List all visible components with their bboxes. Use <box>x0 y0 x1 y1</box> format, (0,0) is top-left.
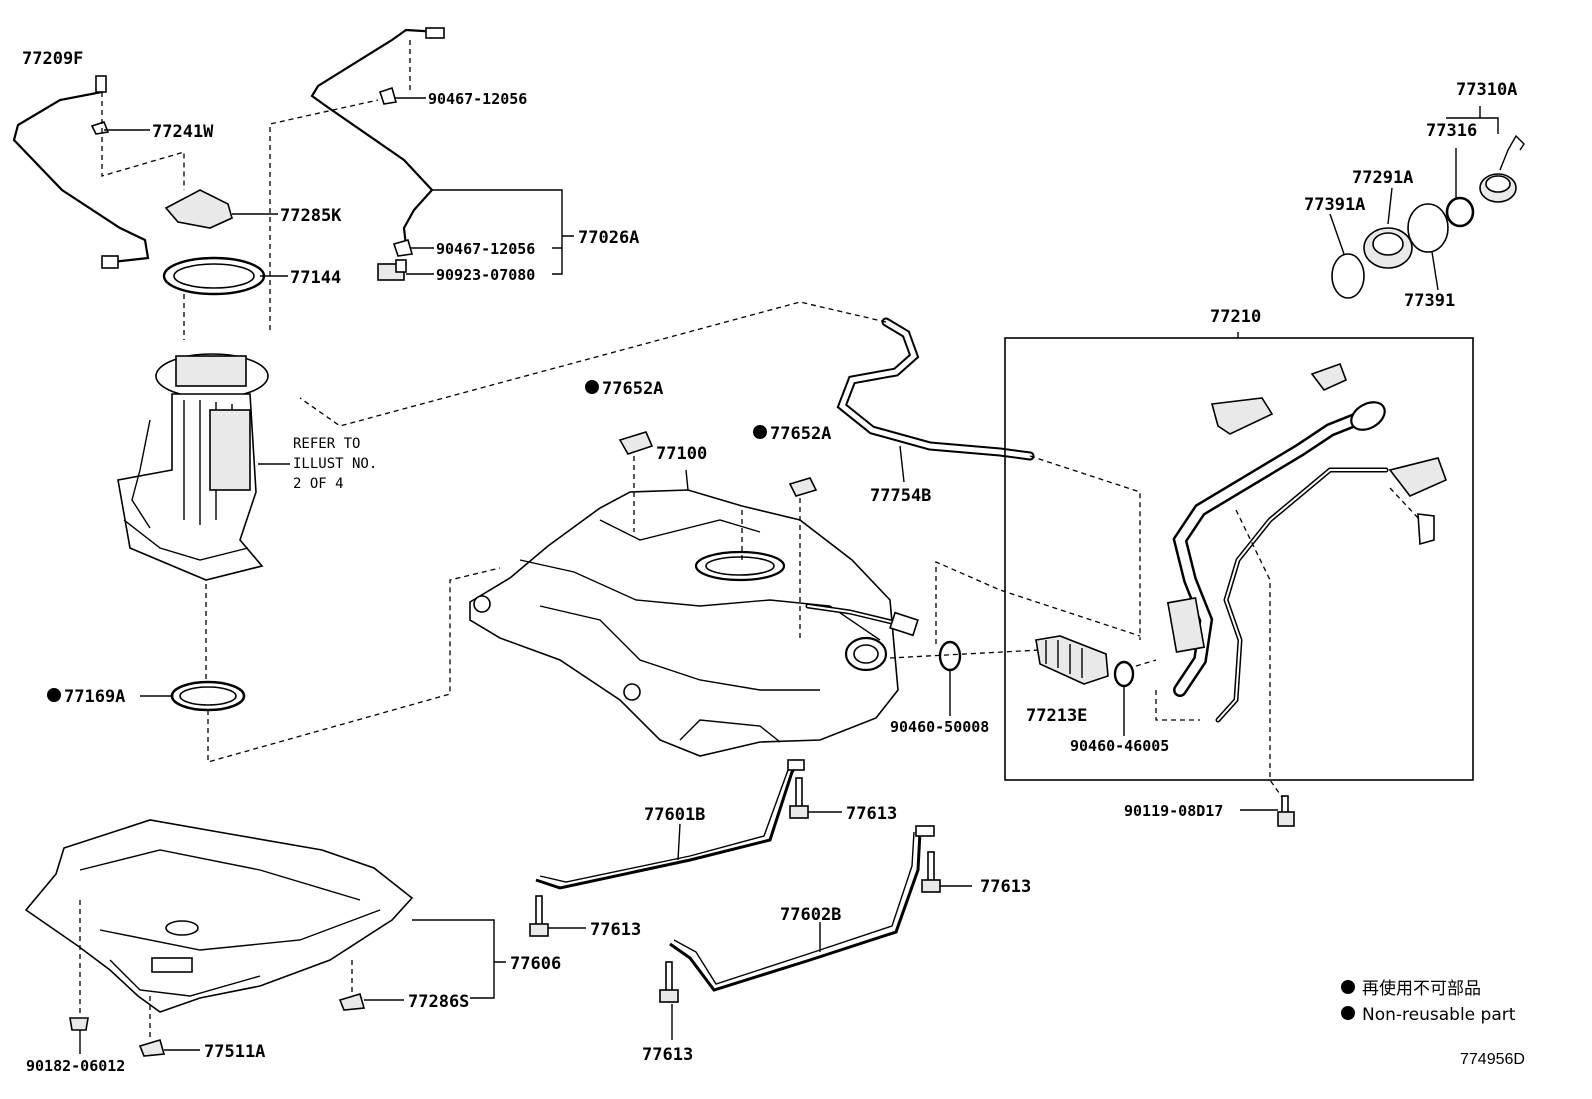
label-77285K: 77285K <box>280 206 342 226</box>
label-90460-50008: 90460-50008 <box>890 718 989 736</box>
label-77652A-left: 77652A <box>602 379 663 399</box>
o-ring-77391A[interactable] <box>1331 253 1365 299</box>
label-90467-12056-upper: 90467-12056 <box>428 90 527 108</box>
label-77310A: 77310A <box>1456 80 1517 100</box>
clip-77286S[interactable] <box>338 993 366 1011</box>
bolt-77613-middle[interactable] <box>529 895 549 937</box>
label-77606: 77606 <box>510 954 561 974</box>
label-77213E: 77213E <box>1026 706 1087 726</box>
label-90182-06012: 90182-06012 <box>26 1057 125 1075</box>
clamp-90460-46005[interactable] <box>1113 660 1135 688</box>
wire-harness-77209F[interactable] <box>12 75 150 269</box>
clip-77241W[interactable] <box>90 121 110 135</box>
label-77613-bottom: 77613 <box>642 1045 693 1065</box>
o-ring-77391[interactable] <box>1407 203 1449 253</box>
filler-pipe[interactable] <box>1166 362 1448 723</box>
label-77613-middle: 77613 <box>590 920 641 940</box>
gasket-77316[interactable] <box>1445 196 1475 228</box>
legend-japanese: 再使用不可部品 <box>1362 978 1481 999</box>
bolt-77613-right[interactable] <box>921 851 941 893</box>
pad-77652A-right[interactable] <box>788 477 818 497</box>
fuel-pump-module[interactable] <box>117 353 269 581</box>
non-reusable-mark-77169A <box>47 688 61 702</box>
legend-bullet-2 <box>1341 1006 1355 1020</box>
retainer-ring-77144[interactable] <box>162 256 266 296</box>
refer-note-line3: 2 OF 4 <box>293 476 344 492</box>
filler-pipe-assembly-box-77210 <box>1004 337 1474 781</box>
non-reusable-mark-77652A-left <box>585 380 599 394</box>
diagram-code: 774956D <box>1460 1051 1525 1068</box>
label-77286S: 77286S <box>408 992 469 1012</box>
label-77209F: 77209F <box>22 49 83 69</box>
bolt-90119-08D17[interactable] <box>1277 795 1295 827</box>
legend-bullet-1 <box>1341 980 1355 994</box>
label-90467-12056-lower: 90467-12056 <box>436 240 535 258</box>
label-77291A: 77291A <box>1352 168 1413 188</box>
legend-english: Non-reusable part <box>1362 1005 1516 1025</box>
tank-protector-77606[interactable] <box>24 819 414 1013</box>
gasket-77169A[interactable] <box>170 680 246 712</box>
clip-77511A[interactable] <box>138 1039 166 1057</box>
pump-cover-77285K[interactable] <box>164 189 233 229</box>
label-77613-right: 77613 <box>980 877 1031 897</box>
label-77602B: 77602B <box>780 905 841 925</box>
label-77391: 77391 <box>1404 291 1455 311</box>
label-77601B: 77601B <box>644 805 705 825</box>
bolt-77613-bottom[interactable] <box>659 961 679 1003</box>
label-77511A: 77511A <box>204 1042 265 1062</box>
label-77391A: 77391A <box>1304 195 1365 215</box>
clip-90467-12056-lower[interactable] <box>392 239 414 257</box>
label-77210: 77210 <box>1210 307 1261 327</box>
clip-90467-12056-upper[interactable] <box>378 86 398 105</box>
fuel-tank-77100[interactable] <box>469 489 919 757</box>
label-77652A-right: 77652A <box>770 424 831 444</box>
fuel-cap-77310A[interactable] <box>1479 134 1525 203</box>
label-77144: 77144 <box>290 268 341 288</box>
label-90460-46005: 90460-46005 <box>1070 737 1169 755</box>
clip-90182-06012[interactable] <box>69 1017 89 1031</box>
bolt-77613-upper[interactable] <box>789 777 809 819</box>
tank-band-77601B[interactable] <box>535 759 805 890</box>
label-77316: 77316 <box>1426 121 1477 141</box>
refer-note-line1: REFER TO <box>293 436 360 452</box>
label-90923-07080: 90923-07080 <box>436 266 535 284</box>
clamp-90460-50008[interactable] <box>938 640 962 672</box>
label-77241W: 77241W <box>152 122 214 142</box>
connector-90923-07080[interactable] <box>377 259 407 281</box>
label-77754B: 77754B <box>870 486 931 506</box>
refer-note-line2: ILLUST NO. <box>293 456 377 472</box>
label-90119-08D17: 90119-08D17 <box>1124 802 1223 820</box>
label-77613-upper: 77613 <box>846 804 897 824</box>
pad-77652A-left[interactable] <box>618 431 654 455</box>
fuel-line-77026A[interactable] <box>310 27 445 247</box>
vent-hose-77754B[interactable] <box>836 317 1035 461</box>
non-reusable-mark-77652A-right <box>753 425 767 439</box>
label-77100: 77100 <box>656 444 707 464</box>
tank-band-77602B[interactable] <box>669 825 935 992</box>
label-77026A: 77026A <box>578 228 639 248</box>
label-77169A: 77169A <box>64 687 125 707</box>
filler-inlet-77291A[interactable] <box>1363 227 1413 269</box>
hose-77213E[interactable] <box>1035 635 1109 685</box>
